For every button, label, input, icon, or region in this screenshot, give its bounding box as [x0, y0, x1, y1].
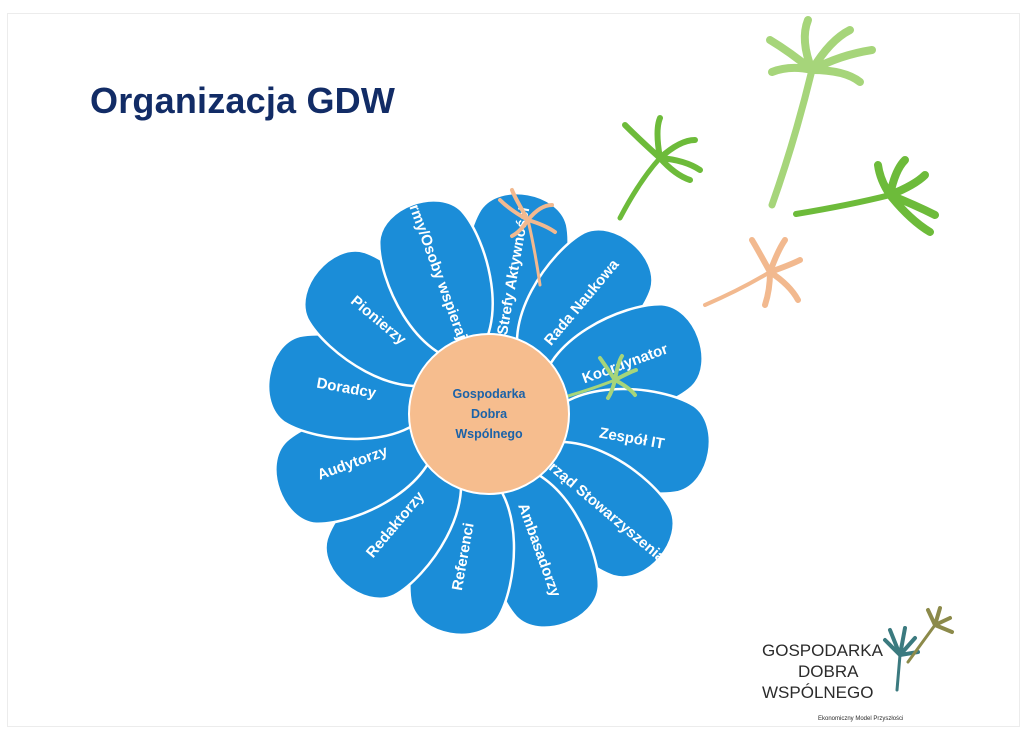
- logo-tagline: Ekonomiczny Model Przyszłości: [818, 716, 903, 722]
- logo-line-2: DOBRA: [798, 662, 859, 681]
- seed-green-top: [617, 115, 703, 221]
- petal: Audytorzy: [274, 409, 439, 526]
- center-circle: Gospodarka Dobra Wspólnego: [408, 333, 570, 495]
- center-label-line-2: Dobra: [471, 407, 508, 421]
- logo-line-3: WSPÓLNEGO: [762, 683, 873, 702]
- petal: Pionierzy: [303, 249, 452, 388]
- dandelion-logo-icon: [883, 606, 954, 692]
- page-title: Organizacja GDW: [90, 80, 396, 121]
- seed-peach-right: [703, 237, 803, 308]
- dandelion-seeds: [498, 16, 939, 400]
- seed-green-right: [793, 156, 939, 236]
- seed-peach-petal: [498, 188, 557, 287]
- seed-light-green-large: [766, 16, 876, 209]
- center-label-line-1: Gospodarka: [453, 387, 527, 401]
- seed-light-green-small: [566, 354, 638, 400]
- petal-shape: [377, 199, 494, 364]
- center-label-line-3: Wspólnego: [455, 427, 523, 441]
- gdw-logo: GOSPODARKA DOBRA WSPÓLNEGO Ekonomiczny M…: [762, 606, 954, 722]
- petal: Ambasadorzy: [484, 464, 601, 629]
- logo-line-1: GOSPODARKA: [762, 641, 884, 660]
